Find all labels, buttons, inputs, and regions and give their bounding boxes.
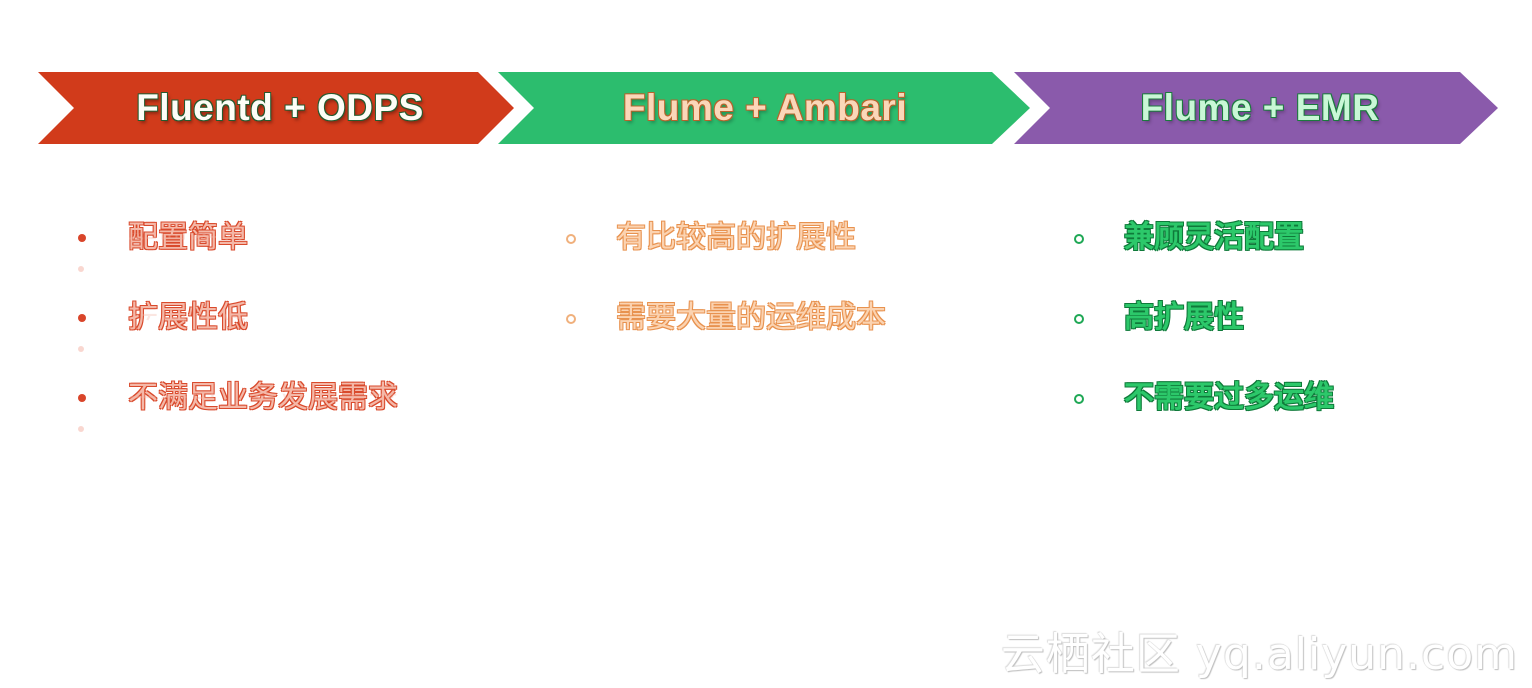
stage-1-label: Fluentd + ODPS	[136, 87, 424, 128]
stage-3-chevron	[1014, 72, 1498, 144]
stage-1-chevron	[38, 72, 514, 144]
bullet-icon	[1074, 394, 1084, 404]
list-item-text: 兼顾灵活配置	[1124, 220, 1304, 255]
process-chevrons	[38, 72, 1498, 144]
bullet-icon	[78, 234, 86, 242]
watermark: 云栖社区 yq.aliyun.com	[1000, 629, 1518, 680]
list-item-text: 不需要过多运维	[1124, 380, 1334, 415]
bullet-reflection	[78, 266, 84, 272]
bullet-icon	[1074, 234, 1084, 244]
list-item-text: 扩展性低	[128, 300, 248, 335]
bullet-icon	[566, 234, 576, 244]
bullet-icon	[78, 394, 86, 402]
bullet-icon	[566, 314, 576, 324]
bullet-icon	[1074, 314, 1084, 324]
list-item-text: 配置简单	[128, 220, 248, 255]
list-item-text: 高扩展性	[1124, 300, 1244, 335]
list-item-text: 不满足业务发展需求	[128, 380, 398, 415]
stage-2-label: Flume + Ambari	[622, 87, 908, 128]
bullet-icon	[78, 314, 86, 322]
list-item-text: 需要大量的运维成本	[616, 300, 886, 335]
stage-3-label: Flume + EMR	[1140, 87, 1380, 128]
bullet-reflection	[78, 426, 84, 432]
stage-2-chevron	[498, 72, 1030, 144]
list-item-text: 有比较高的扩展性	[616, 220, 856, 255]
bullet-reflection	[78, 346, 84, 352]
